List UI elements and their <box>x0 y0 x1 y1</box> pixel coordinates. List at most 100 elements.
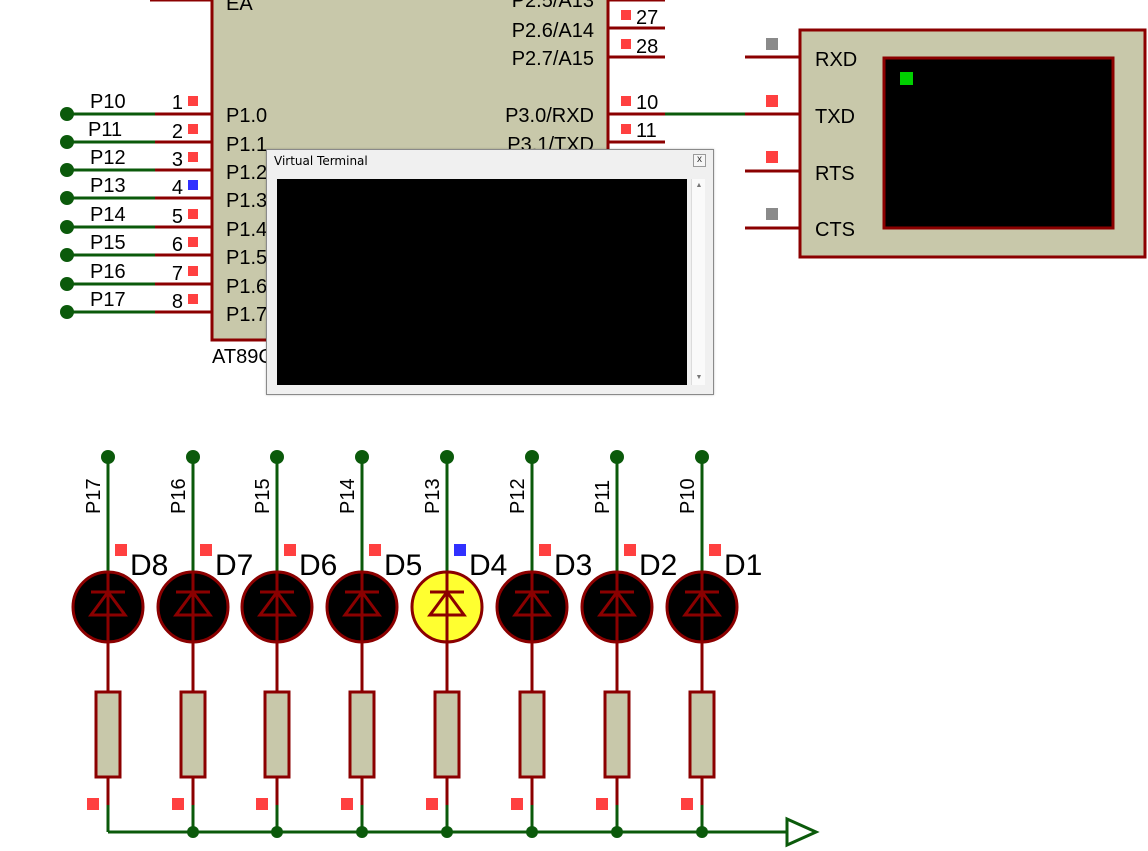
pin-number-3: 3 <box>172 149 183 171</box>
vertical-scrollbar[interactable]: ▲ ▼ <box>691 179 705 385</box>
net-label-p17[interactable]: P17 <box>90 289 126 311</box>
virtual-terminal-window[interactable]: Virtual Terminal x ▲ ▼ <box>266 149 714 395</box>
pin-label-p1-1: P1.1 <box>226 134 267 156</box>
led-ref-label: D8 <box>130 549 168 582</box>
led-net-terminal[interactable] <box>101 450 115 464</box>
resistor[interactable] <box>603 690 631 779</box>
pin-label-p3-0: P3.0/RXD <box>505 105 594 127</box>
led-state-indicator <box>454 544 466 556</box>
pin-number-8: 8 <box>172 291 183 313</box>
pin-state-txd <box>766 95 778 107</box>
pin-number-7: 7 <box>172 263 183 285</box>
led-ref-label: D5 <box>384 549 422 582</box>
resistor-state-indicator <box>341 798 353 810</box>
pin-state-10 <box>621 96 631 106</box>
led-net-terminal[interactable] <box>610 450 624 464</box>
pin-number-10: 10 <box>636 92 658 114</box>
led-state-indicator <box>539 544 551 556</box>
pin-label-p1-0: P1.0 <box>226 105 267 127</box>
pin-label-p1-5: P1.5 <box>226 247 267 269</box>
pin-number-2: 2 <box>172 121 183 143</box>
led-net-label[interactable]: P17 <box>83 478 105 514</box>
pin-label-p1-6: P1.6 <box>226 276 267 298</box>
mcu-port1-pins <box>60 107 212 319</box>
pin-state-4 <box>188 180 198 190</box>
pin-state-8 <box>188 294 198 304</box>
led-ref-label: D3 <box>554 549 592 582</box>
resistor-state-indicator <box>256 798 268 810</box>
led-ref-label: D2 <box>639 549 677 582</box>
pin-state-rts <box>766 151 778 163</box>
pin-number-4: 4 <box>172 177 183 199</box>
pin-state-5 <box>188 209 198 219</box>
pin-state-11 <box>621 124 631 134</box>
led-ref-label: D1 <box>724 549 762 582</box>
instrument-pins <box>745 38 800 230</box>
led-net-label[interactable]: P12 <box>507 478 529 514</box>
scroll-up-icon[interactable]: ▲ <box>695 182 703 189</box>
led-net-terminal[interactable] <box>355 450 369 464</box>
net-label-p14[interactable]: P14 <box>90 204 126 226</box>
net-label-p12[interactable]: P12 <box>90 147 126 169</box>
led-net-terminal[interactable] <box>186 450 200 464</box>
pin-number-28: 28 <box>636 36 658 58</box>
led-net-label[interactable]: P11 <box>592 480 614 514</box>
pin-state-cts <box>766 208 778 220</box>
led-state-indicator <box>284 544 296 556</box>
led-ref-label: D7 <box>215 549 253 582</box>
pin-label-p2-5: P2.5/A13 <box>512 0 594 12</box>
mcu-right-pins: P2.5/A13 P2.6/A14 P2.7/A15 P3.0/RXD P3.1… <box>505 0 665 156</box>
pin-state-1 <box>188 96 198 106</box>
instrument-screen <box>882 56 1115 230</box>
resistor[interactable] <box>263 690 291 779</box>
resistor[interactable] <box>433 690 461 779</box>
mcu-ea-label: EA <box>226 0 253 15</box>
pin-state-28 <box>621 39 631 49</box>
led-ref-label: D4 <box>469 549 507 582</box>
pin-state-7 <box>188 266 198 276</box>
resistor-state-indicator <box>681 798 693 810</box>
mcu-part-label: AT89C <box>212 346 273 368</box>
window-title: Virtual Terminal <box>274 154 368 168</box>
led-net-label[interactable]: P16 <box>168 478 190 514</box>
resistor-state-indicator <box>596 798 608 810</box>
net-label-p11[interactable]: P11 <box>88 119 122 141</box>
scroll-down-icon[interactable]: ▼ <box>695 374 703 381</box>
pin-state-2 <box>188 124 198 134</box>
net-label-p10[interactable]: P10 <box>90 91 126 113</box>
led-state-indicator <box>709 544 721 556</box>
led-net-terminal[interactable] <box>525 450 539 464</box>
led-state-indicator <box>115 544 127 556</box>
terminal-output[interactable] <box>277 179 687 385</box>
resistor-state-indicator <box>511 798 523 810</box>
pin-number-5: 5 <box>172 206 183 228</box>
resistor[interactable] <box>94 690 122 779</box>
led-net-terminal[interactable] <box>270 450 284 464</box>
net-label-p16[interactable]: P16 <box>90 261 126 283</box>
resistor-state-indicator <box>172 798 184 810</box>
net-label-p13[interactable]: P13 <box>90 175 126 197</box>
led-net-label[interactable]: P13 <box>422 478 444 514</box>
led-state-indicator <box>624 544 636 556</box>
resistor[interactable] <box>179 690 207 779</box>
close-button[interactable]: x <box>693 154 706 167</box>
led-net-terminal[interactable] <box>440 450 454 464</box>
resistor[interactable] <box>518 690 546 779</box>
resistor[interactable] <box>348 690 376 779</box>
pin-label-p2-7: P2.7/A15 <box>512 48 594 70</box>
terminal-pin-txd: TXD <box>815 106 855 128</box>
ground-terminal-arrow[interactable] <box>785 816 820 848</box>
led-net-label[interactable]: P15 <box>252 478 274 514</box>
net-label-p15[interactable]: P15 <box>90 232 126 254</box>
pin-number-6: 6 <box>172 234 183 256</box>
led-net-terminal[interactable] <box>695 450 709 464</box>
pin-state-6 <box>188 237 198 247</box>
pin-label-p1-2: P1.2 <box>226 162 267 184</box>
resistor[interactable] <box>688 690 716 779</box>
resistor-state-indicator <box>426 798 438 810</box>
led-net-label[interactable]: P14 <box>337 478 359 514</box>
pin-state-3 <box>188 152 198 162</box>
led-net-label[interactable]: P10 <box>677 478 699 514</box>
